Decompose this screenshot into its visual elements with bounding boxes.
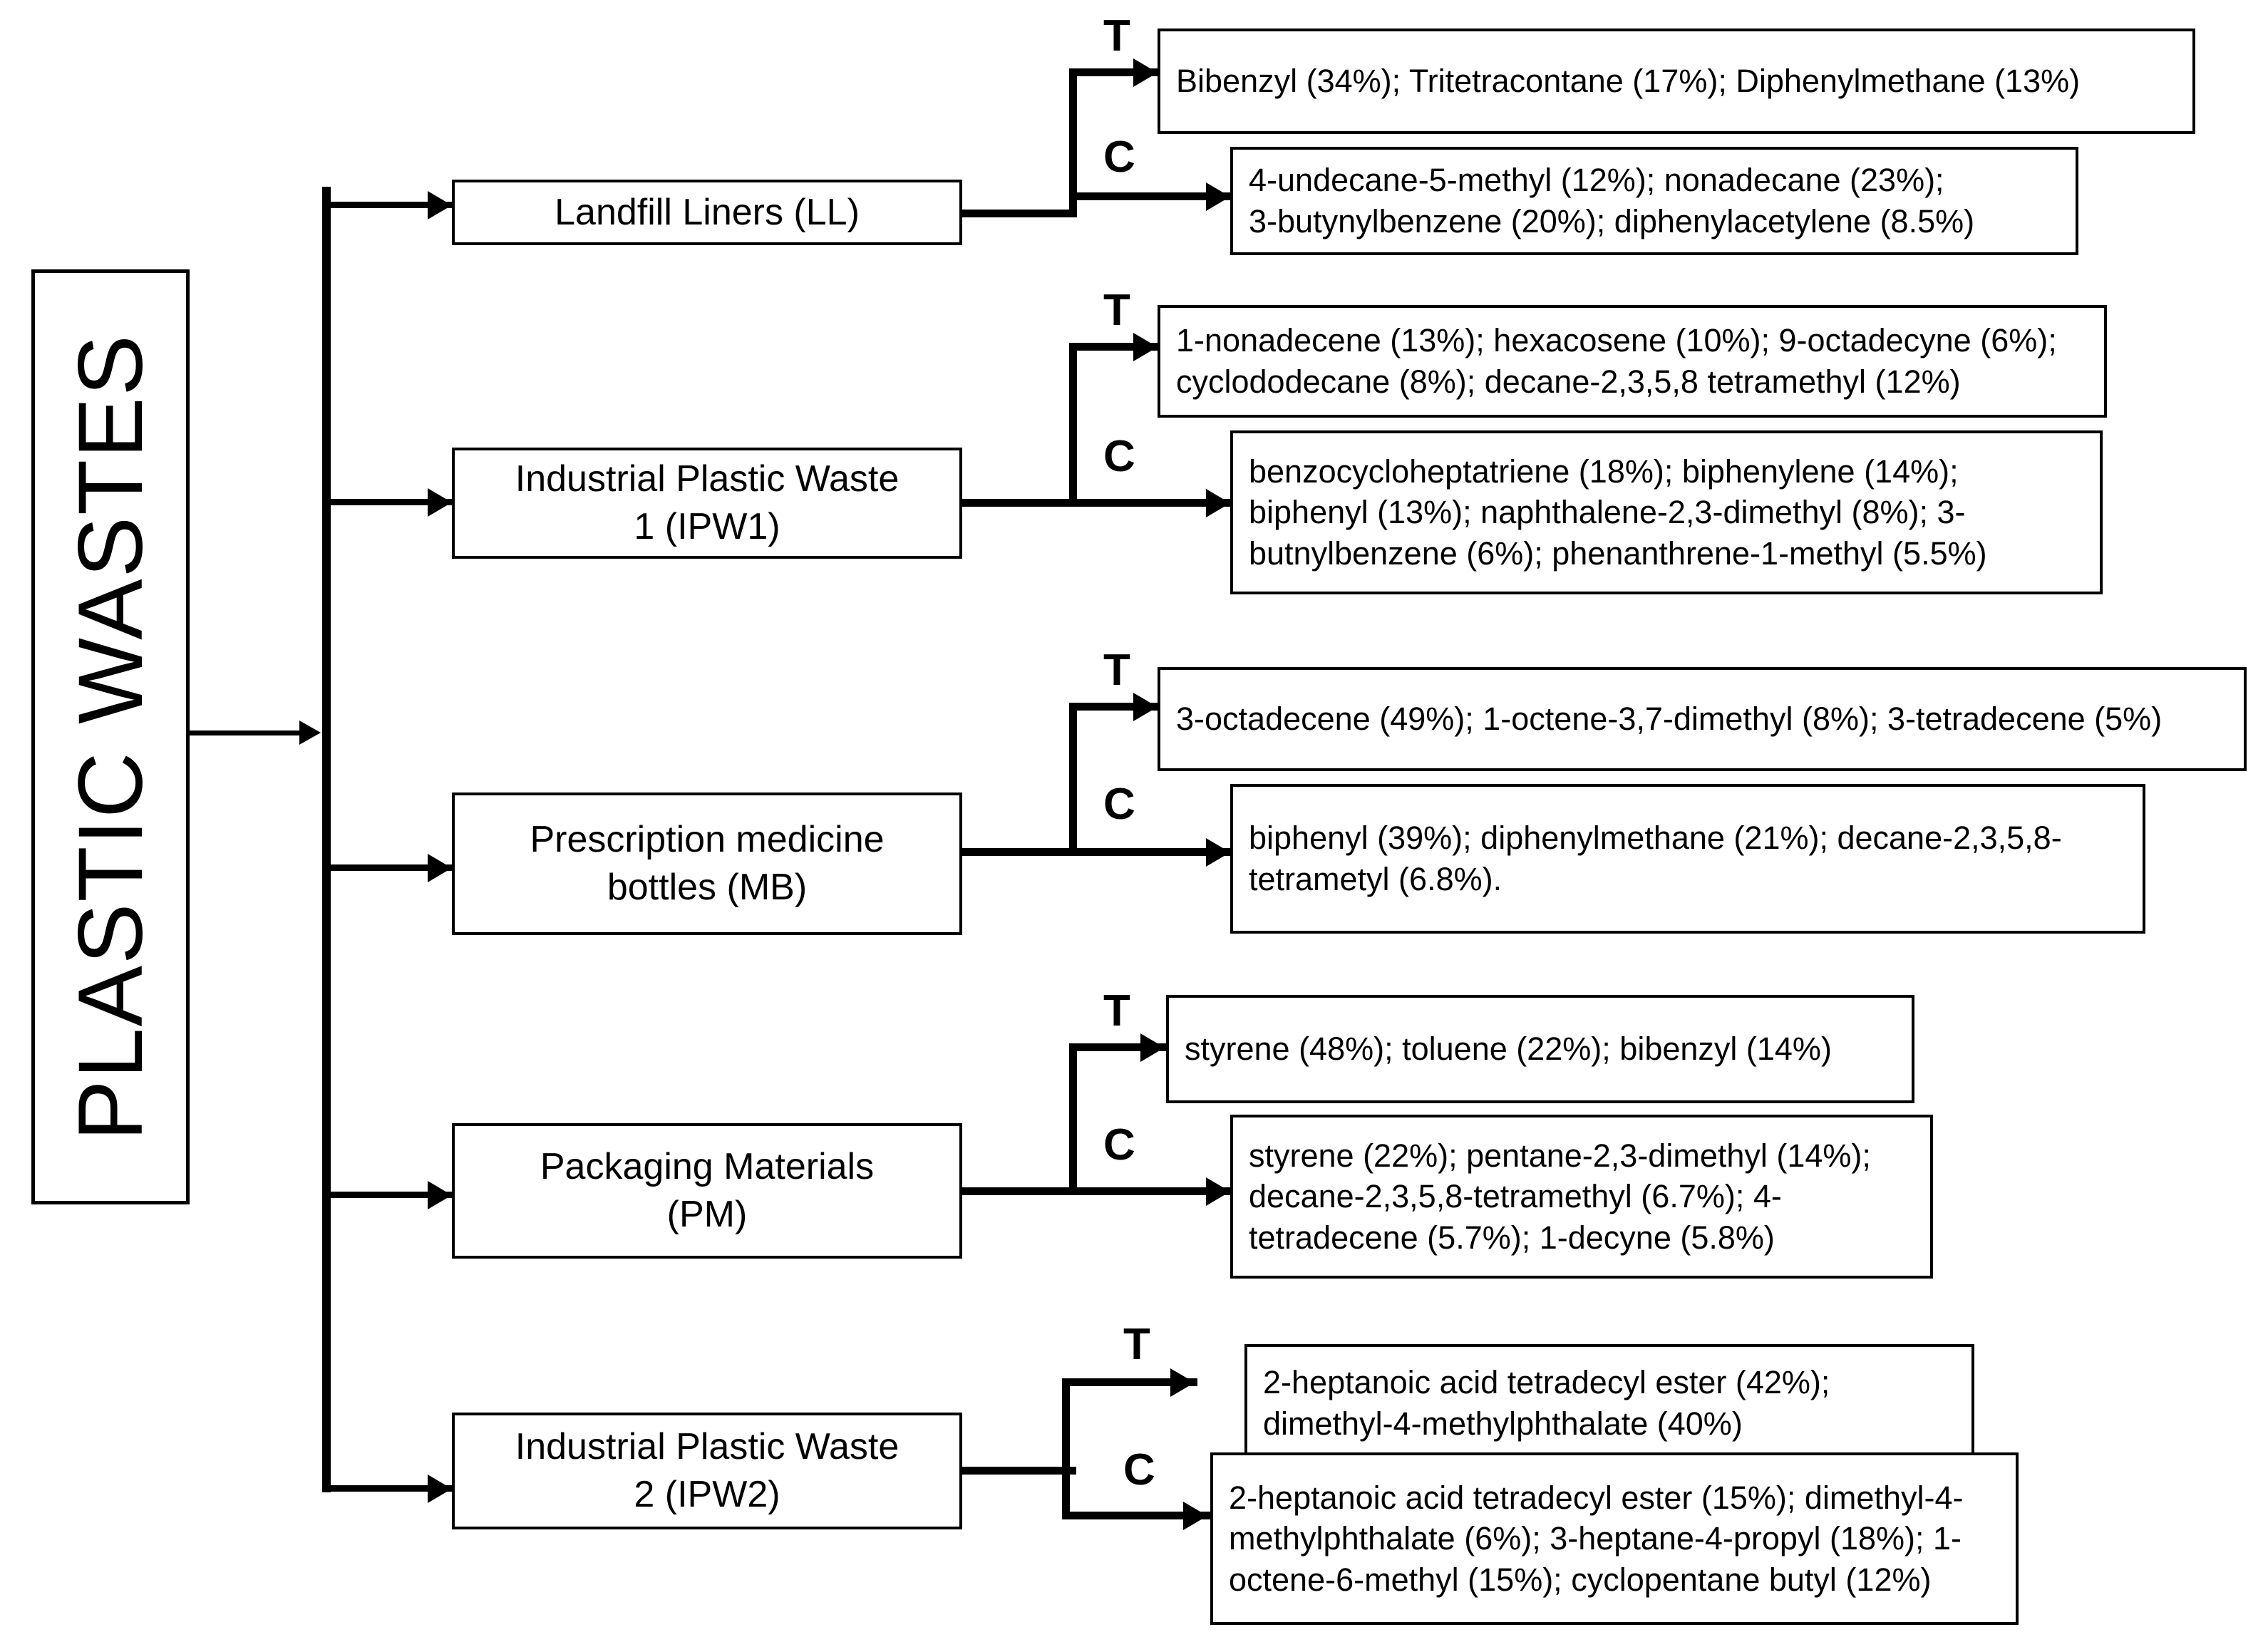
ipw2-catalytic-label: C [1123,1445,1155,1494]
root-trunk-arrowhead [299,721,321,745]
ll-catalytic-label: C [1103,133,1135,182]
ipw1-catalytic-arm [1069,499,1233,507]
pm-catalytic-label: C [1103,1120,1135,1170]
ipw2-catalytic-arrowhead [1183,1502,1207,1530]
products-box-ll-thermal[interactable]: Bibenzyl (34%); Tritetracontane (17%); D… [1158,29,2195,134]
ipw1-thermal-arrowhead [1133,333,1158,361]
mb-split-riser [1069,703,1077,856]
ipw2-thermal-label: T [1123,1320,1150,1369]
category-box-ipw2[interactable]: Industrial Plastic Waste 2 (IPW2) [452,1413,962,1529]
ipw2-thermal-arrowhead [1170,1368,1195,1397]
ll-thermal-label: T [1103,11,1130,61]
pm-thermal-arrowhead [1140,1033,1165,1062]
category-box-ll[interactable]: Landfill Liners (LL) [452,180,962,245]
ll-thermal-arrowhead [1133,58,1158,87]
category-label-mb: Prescription medicine bottles (MB) [530,819,885,908]
products-text-pm-catalytic: styrene (22%); pentane-2,3-dimethyl (14%… [1249,1137,1871,1256]
products-box-mb-catalytic[interactable]: biphenyl (39%); diphenylmethane (21%); d… [1230,784,2145,934]
products-text-ll-catalytic: 4-undecane-5-methyl (12%); nonadecane (2… [1249,162,1975,239]
ll-catalytic-arm [1069,192,1233,200]
pm-thermal-label: T [1103,986,1130,1036]
root-node-plastic-wastes[interactable]: PLASTIC WASTES [31,269,190,1204]
ipw2-catalytic-arm [1062,1512,1212,1519]
branch-arrowhead-mb [428,854,452,882]
ipw1-thermal-arm [1069,343,1162,351]
trunk-branch-pm [326,1192,462,1198]
mb-thermal-arm [1069,703,1162,711]
category-label-ipw1: Industrial Plastic Waste 1 (IPW1) [515,458,900,547]
ll-split-riser [1069,68,1077,217]
ll-thermal-arm [1069,68,1162,76]
root-trunk-connector [190,731,304,735]
ipw1-catalytic-arrowhead [1206,489,1230,517]
ipw2-split-riser [1062,1378,1070,1519]
mb-catalytic-arm [1069,848,1233,856]
branch-arrowhead-ipw2 [428,1475,452,1503]
branch-arrowhead-pm [428,1181,452,1209]
root-node-label: PLASTIC WASTES [59,333,162,1141]
ipw2-thermal-arm [1062,1378,1197,1386]
pm-catalytic-arm [1069,1187,1233,1195]
trunk-branch-mb [326,864,462,871]
products-box-mb-thermal[interactable]: 3-octadecene (49%); 1-octene-3,7-dimethy… [1158,667,2247,771]
category-label-ipw2: Industrial Plastic Waste 2 (IPW2) [515,1426,900,1515]
trunk-branch-ipw2 [326,1485,462,1492]
pm-catalytic-arrowhead [1206,1177,1230,1206]
ipw1-thermal-label: T [1103,286,1130,335]
products-box-ipw2-thermal[interactable]: 2-heptanoic acid tetradecyl ester (42%);… [1244,1344,1974,1462]
products-text-mb-catalytic: biphenyl (39%); diphenylmethane (21%); d… [1249,820,2062,897]
ipw1-catalytic-label: C [1103,432,1135,481]
category-label-ll: Landfill Liners (LL) [555,191,860,233]
products-box-ipw1-catalytic[interactable]: benzocycloheptatriene (18%); biphenylene… [1230,430,2103,594]
products-text-ll-thermal: Bibenzyl (34%); Tritetracontane (17%); D… [1176,63,2081,100]
trunk-branch-ipw1 [326,499,462,505]
trunk-branch-ll [326,202,462,208]
products-box-ll-catalytic[interactable]: 4-undecane-5-methyl (12%); nonadecane (2… [1230,147,2078,255]
products-text-ipw2-thermal: 2-heptanoic acid tetradecyl ester (42%);… [1263,1364,1830,1442]
mb-catalytic-label: C [1103,780,1135,829]
products-text-mb-thermal: 3-octadecene (49%); 1-octene-3,7-dimethy… [1176,701,2163,738]
category-box-pm[interactable]: Packaging Materials (PM) [452,1123,962,1259]
mb-thermal-arrowhead [1133,693,1158,721]
ipw1-split-riser [1069,343,1077,507]
mb-split-stem [962,848,1076,856]
products-text-ipw2-catalytic: 2-heptanoic acid tetradecyl ester (15%);… [1229,1479,1964,1598]
pm-split-riser [1069,1043,1077,1195]
products-text-ipw1-catalytic: benzocycloheptatriene (18%); biphenylene… [1249,453,1987,572]
products-box-pm-thermal[interactable]: styrene (48%); toluene (22%); bibenzyl (… [1166,995,1914,1103]
ll-catalytic-arrowhead [1206,182,1230,211]
category-box-ipw1[interactable]: Industrial Plastic Waste 1 (IPW1) [452,448,962,559]
products-text-ipw1-thermal: 1-nonadecene (13%); hexacosene (10%); 9-… [1176,322,2057,400]
branch-arrowhead-ipw1 [428,488,452,517]
products-box-ipw2-catalytic[interactable]: 2-heptanoic acid tetradecyl ester (15%);… [1210,1452,2019,1625]
products-box-ipw1-thermal[interactable]: 1-nonadecene (13%); hexacosene (10%); 9-… [1158,305,2107,418]
ipw2-split-stem [962,1467,1076,1475]
mb-catalytic-arrowhead [1206,838,1230,867]
category-box-mb[interactable]: Prescription medicine bottles (MB) [452,793,962,935]
mb-thermal-label: T [1103,646,1130,695]
category-label-pm: Packaging Materials (PM) [540,1146,875,1235]
main-trunk-line [322,187,331,1492]
ipw1-split-stem [962,499,1076,507]
branch-arrowhead-ll [428,191,452,220]
products-box-pm-catalytic[interactable]: styrene (22%); pentane-2,3-dimethyl (14%… [1230,1115,1933,1279]
products-text-pm-thermal: styrene (48%); toluene (22%); bibenzyl (… [1185,1031,1832,1068]
pm-split-stem [962,1187,1076,1195]
ll-split-stem [962,210,1076,217]
pm-thermal-arm [1069,1043,1169,1051]
